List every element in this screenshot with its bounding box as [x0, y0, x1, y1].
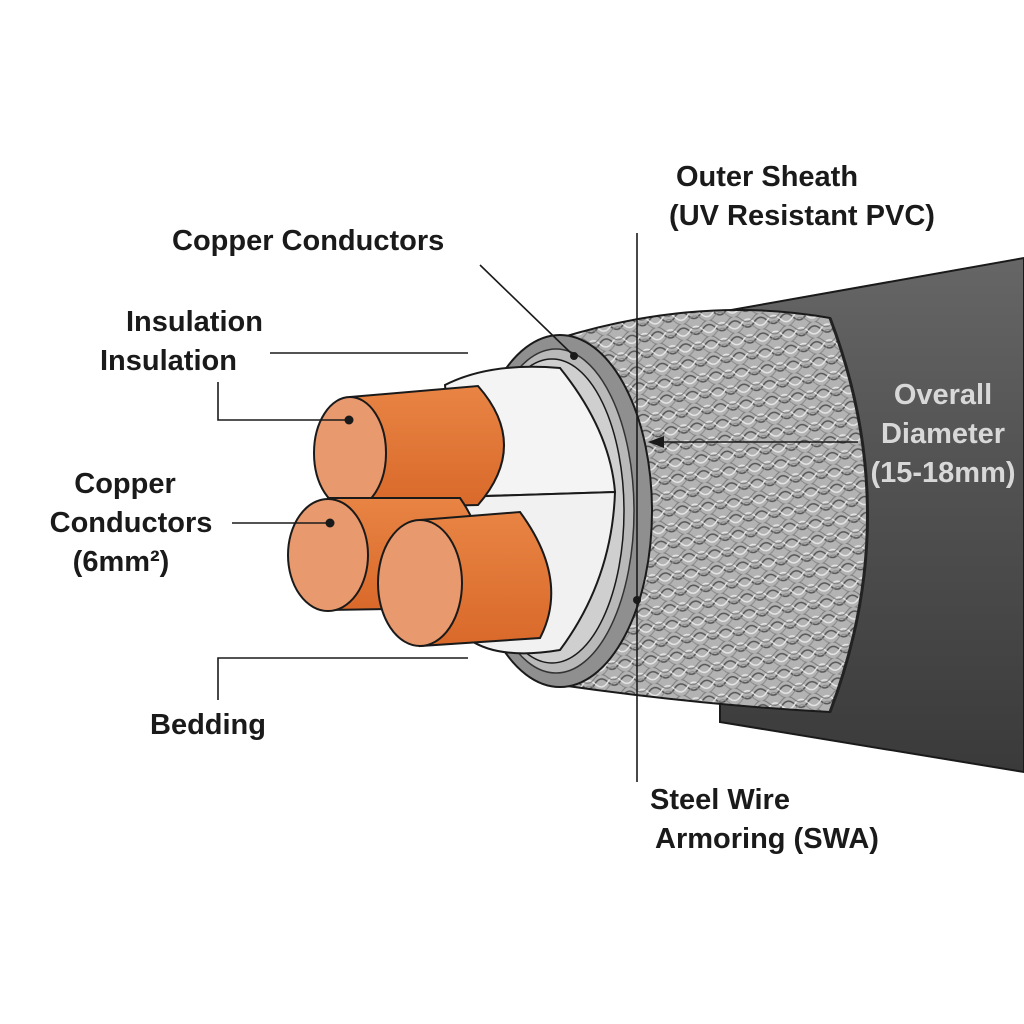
label-copper-conductors-top: Copper Conductors	[172, 225, 445, 257]
leader-lines	[217, 233, 858, 782]
label-steel-wire-armoring: Steel Wire Armoring (SWA)	[650, 784, 879, 855]
label-outer-sheath: Outer Sheath (UV Resistant PVC)	[669, 161, 935, 232]
outer-sheath-edge	[828, 317, 869, 713]
label-bedding: Bedding	[150, 709, 266, 741]
label-insulation: Insulation Insulation	[100, 306, 263, 377]
label-overall-diameter: Overall Diameter (15-18mm)	[870, 379, 1016, 489]
copper-conductor-right	[377, 510, 553, 648]
copper-conductor-top	[313, 384, 505, 510]
label-copper-conductors-left: Copper Conductors (6mm²)	[49, 468, 213, 578]
